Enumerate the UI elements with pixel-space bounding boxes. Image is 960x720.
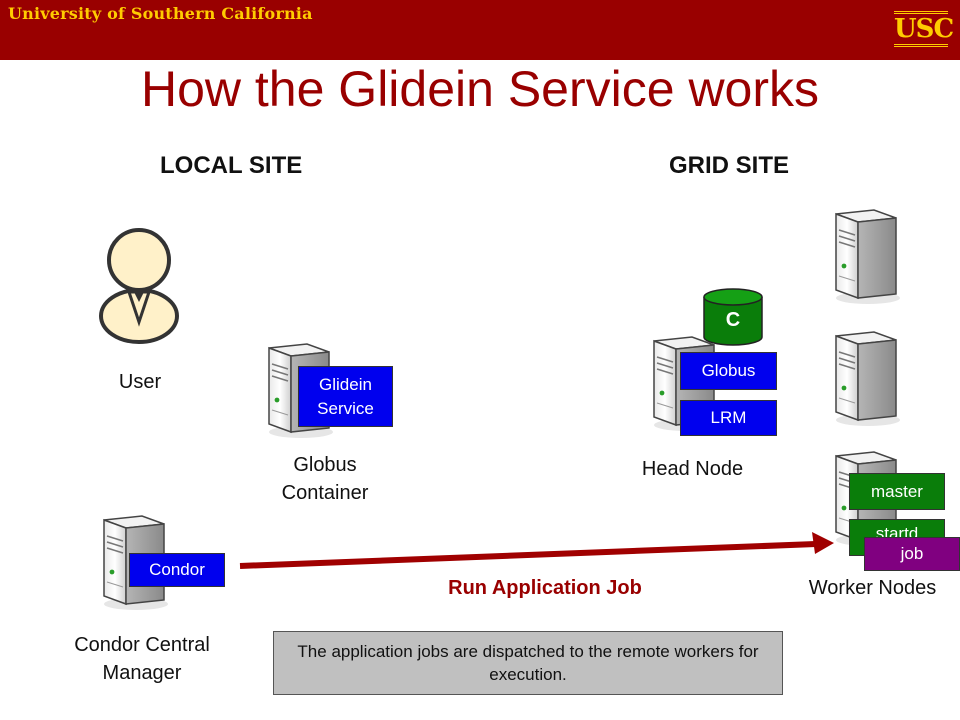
worker-node-1-server-icon	[822, 206, 902, 306]
cluster-storage-icon	[703, 288, 763, 346]
glidein-service-line2: Service	[317, 398, 374, 418]
university-name: University of Southern California	[8, 4, 313, 23]
globus-component: Globus	[680, 352, 777, 390]
glidein-service-line1: Glidein	[319, 374, 372, 394]
master-daemon: master	[849, 473, 945, 510]
grid-site-heading: GRID SITE	[669, 152, 790, 179]
usc-logo: USC	[894, 11, 954, 47]
glidein-service-component: Glidein Service	[298, 366, 393, 427]
condor-cm-label: Condor Central Manager	[74, 634, 210, 684]
dispatch-arrow	[239, 532, 834, 569]
explanation-note: The application jobs are dispatched to t…	[273, 631, 783, 695]
lrm-component: LRM	[680, 400, 777, 436]
worker-node-2-server-icon	[822, 328, 902, 428]
cluster-storage-label: C	[725, 309, 741, 331]
user-label: User	[118, 371, 162, 393]
local-site-heading: LOCAL SITE	[160, 152, 303, 179]
condor-component: Condor	[129, 553, 225, 587]
user-icon	[99, 228, 179, 344]
worker-nodes-label: Worker Nodes	[808, 577, 937, 599]
header-banner: University of Southern California USC	[0, 0, 960, 60]
head-node-label: Head Node	[641, 458, 744, 480]
globus-container-label: Globus Container	[281, 454, 369, 504]
job-component: job	[864, 537, 960, 571]
slide-title: How the Glidein Service works	[140, 61, 820, 117]
run-application-job-label: Run Application Job	[448, 577, 642, 599]
